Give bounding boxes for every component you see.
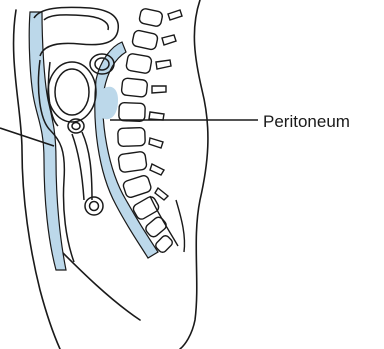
peritoneal-space xyxy=(100,87,118,119)
vertebra xyxy=(121,78,148,98)
vertebra xyxy=(122,174,152,198)
duodenum-ring-inner xyxy=(72,123,80,130)
spinous-process xyxy=(168,10,182,20)
vertebra xyxy=(139,8,164,27)
back-outline xyxy=(180,0,208,349)
vertebra xyxy=(119,103,146,122)
spinous-process xyxy=(149,112,164,120)
mesentery-tube-2 xyxy=(72,134,84,200)
spinous-process xyxy=(149,138,163,148)
peritoneum-label: Peritoneum xyxy=(263,112,350,132)
spinous-process xyxy=(150,164,164,175)
spinous-process xyxy=(162,35,176,45)
vertebra xyxy=(118,151,147,173)
lower-bowel-inner xyxy=(90,202,99,211)
lower-bowel-outer xyxy=(85,197,103,215)
pubic-wall xyxy=(60,250,140,320)
upper-loop-inner xyxy=(44,15,108,30)
peritoneum-lining xyxy=(29,12,66,270)
vertebra xyxy=(126,53,153,74)
spinous-process xyxy=(156,60,171,69)
spinous-process xyxy=(152,86,166,93)
vertebra xyxy=(118,128,146,147)
spinous-process xyxy=(155,188,168,200)
vertebra xyxy=(132,30,159,51)
stomach-inner xyxy=(55,69,89,115)
